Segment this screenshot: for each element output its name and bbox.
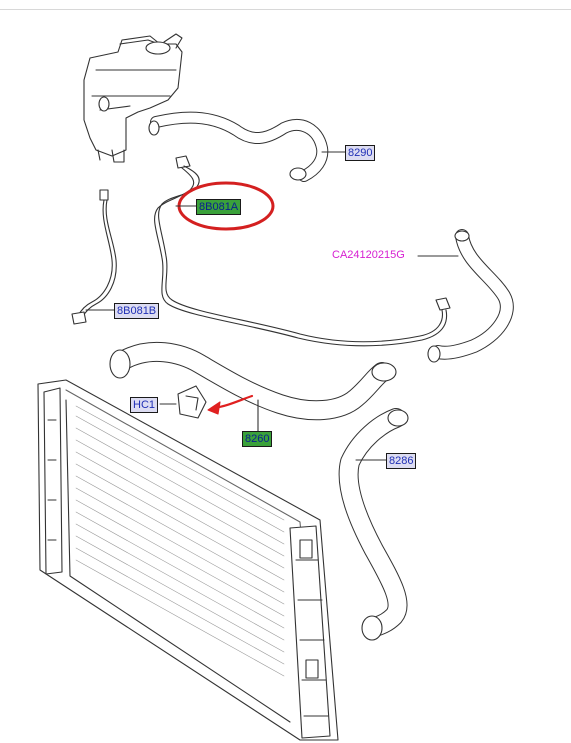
harness-8b081a [154,155,451,347]
hose-8286 [338,408,409,641]
callout-8290[interactable]: 8290 [345,145,376,161]
top-divider [0,9,571,10]
radiator [37,379,339,741]
expansion-tank [83,33,183,163]
hose-8290 [148,111,347,182]
clip-hc1 [159,385,207,419]
hose-ca24120215g [417,229,514,363]
callout-8b081b[interactable]: 8B081B [114,303,160,319]
hose-8260 [109,341,397,433]
callout-8260[interactable]: 8260 [242,431,273,447]
red-arrow-head [207,401,221,415]
harness-8b081b [71,189,117,325]
callout-hc1[interactable]: HC1 [130,397,159,413]
callout-8286[interactable]: 8286 [386,453,417,469]
callout-8b081a[interactable]: 8B081A [196,199,242,215]
callout-ca24120215g[interactable]: CA24120215G [332,249,405,261]
